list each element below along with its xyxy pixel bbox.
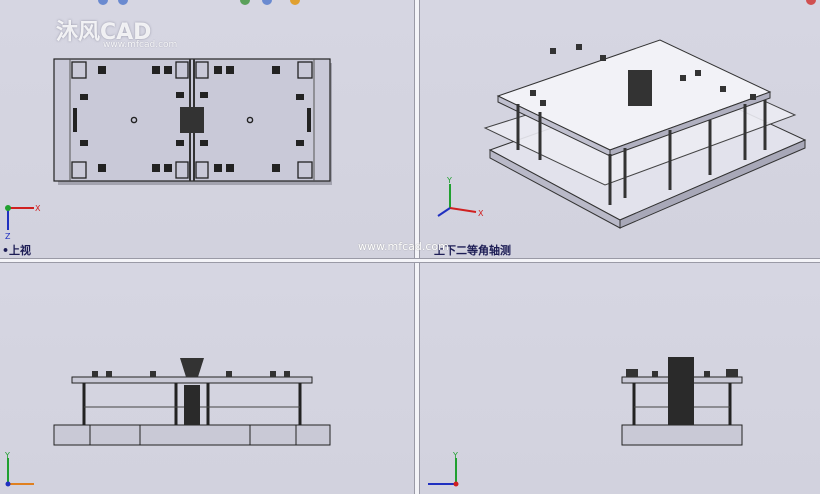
viewport-side-view[interactable] xyxy=(420,263,820,494)
heads-up-toolbar-icon[interactable] xyxy=(806,0,816,5)
heads-up-toolbar-icon[interactable] xyxy=(262,0,272,5)
coordinate-triad-icon: Y xyxy=(428,452,459,487)
coordinate-triad-icon: Y X xyxy=(437,176,484,218)
front-view-drawing xyxy=(53,358,331,446)
triad-y-label: Y xyxy=(4,452,10,460)
coordinate-triad-icon: X Z xyxy=(5,204,41,240)
triad-y-label: Y xyxy=(446,176,452,185)
isometric-view-label: 上下二等角轴测 xyxy=(434,244,511,257)
horizontal-splitter[interactable] xyxy=(0,258,820,263)
top-view-drawing xyxy=(53,58,332,185)
top-view-label: •上视 xyxy=(2,244,32,257)
watermark-logo: 沐风CAD xyxy=(56,20,152,45)
coordinate-triad-icon: Y xyxy=(4,452,34,487)
watermark-url: www.mfcad.com xyxy=(358,240,449,253)
heads-up-toolbar-icon[interactable] xyxy=(98,0,108,5)
heads-up-toolbar-icon[interactable] xyxy=(118,0,128,5)
isometric-view-drawing xyxy=(483,39,807,229)
heads-up-toolbar-icon[interactable] xyxy=(240,0,250,5)
heads-up-toolbar-icon[interactable] xyxy=(290,0,300,5)
watermark-site: www.mfcad.com xyxy=(103,40,178,50)
vertical-splitter[interactable] xyxy=(414,0,420,494)
triad-z-label: Z xyxy=(5,232,11,240)
triad-x-label: X xyxy=(478,209,484,218)
side-view-drawing xyxy=(621,357,743,446)
triad-x-label: X xyxy=(35,204,41,213)
triad-y-label: Y xyxy=(452,452,458,460)
